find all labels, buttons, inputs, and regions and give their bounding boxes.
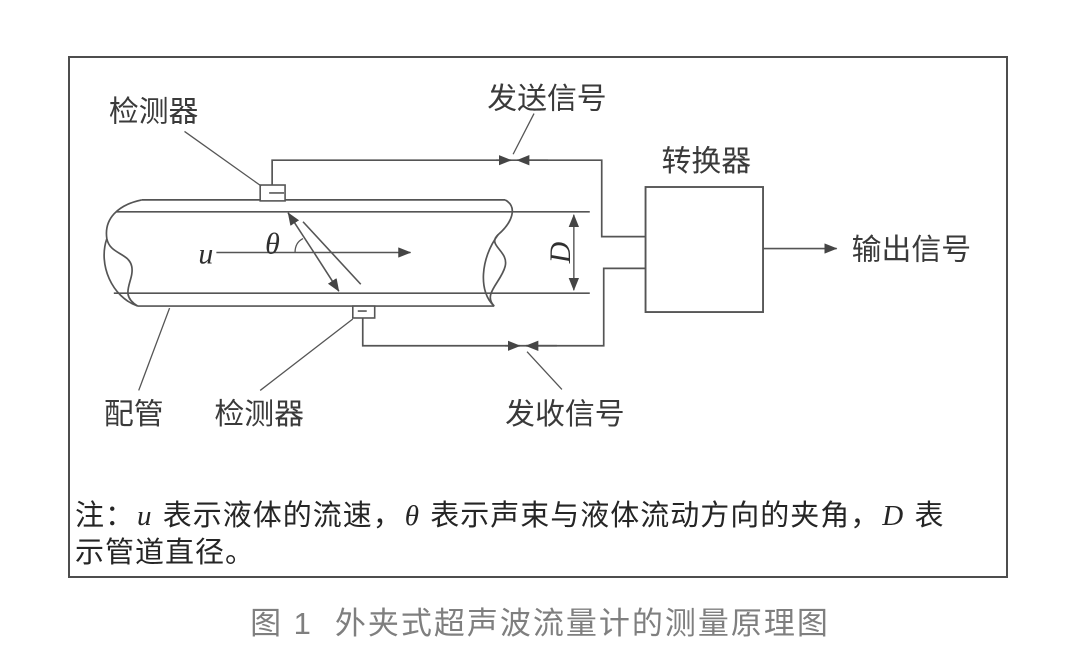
beam-arrow-up <box>287 212 315 253</box>
leader-detector-top <box>184 130 262 187</box>
label-detector-bottom: 检测器 <box>214 398 304 431</box>
note-seg2: 表示声束与液体流动方向的夹角， <box>422 500 881 532</box>
sound-beam <box>287 212 362 292</box>
leader-transmit-signal <box>512 113 535 155</box>
leader-pipe <box>138 307 171 391</box>
note-var-u: u <box>137 500 153 532</box>
symbol-diameter: D <box>544 241 577 264</box>
leader-detector-bottom <box>259 318 354 391</box>
leader-receive-signal <box>526 351 563 390</box>
note-seg3-line1: 表 <box>906 500 945 532</box>
detector-bottom-block <box>351 305 376 319</box>
note-prefix: 注： <box>75 500 136 532</box>
pipe-break-left-bulge <box>103 238 138 307</box>
converter-box <box>644 186 764 313</box>
note-seg3-line2: 示管道直径。 <box>75 537 256 569</box>
symbol-flow-velocity: u <box>198 237 213 270</box>
transmit-wire <box>271 159 646 238</box>
pipe-break-right <box>489 199 514 307</box>
flowmeter-schematic: 检测器 发送信号 转换器 输出信号 配管 检测器 发收信号 u θ D <box>103 83 971 431</box>
figure-frame: 检测器 发送信号 转换器 输出信号 配管 检测器 发收信号 u θ D 注：u … <box>68 56 1008 578</box>
note-var-d: D <box>882 500 905 532</box>
label-output-signal: 输出信号 <box>852 233 971 266</box>
label-transmit-signal: 发送信号 <box>487 83 606 116</box>
note-var-theta: θ <box>404 500 421 532</box>
label-pipe: 配管 <box>104 398 164 431</box>
note-seg1: 表示液体的流速， <box>154 500 403 532</box>
beam-parallel-line <box>302 221 362 285</box>
receive-wire <box>361 267 646 347</box>
figure-caption: 图 1 外夹式超声波流量计的测量原理图 <box>0 598 1080 643</box>
pipe-break-left <box>105 199 142 307</box>
beam-arrow-down <box>313 252 340 292</box>
caption-title: 外夹式超声波流量计的测量原理图 <box>334 606 830 641</box>
label-receive-signal: 发收信号 <box>505 398 624 431</box>
symbol-angle-theta: θ <box>265 228 280 261</box>
label-converter: 转换器 <box>661 145 751 178</box>
label-detector-top: 检测器 <box>109 96 199 129</box>
detectors <box>259 184 376 319</box>
angle-arc <box>294 238 304 253</box>
pipe-break-right-bulge <box>482 234 499 307</box>
pipe-outline <box>103 199 590 307</box>
leader-lines <box>138 113 563 391</box>
figure-note: 注：u 表示液体的流速，θ 表示声束与液体流动方向的夹角，D 表示管道直径。 <box>75 498 1002 572</box>
signal-wires <box>271 155 646 351</box>
caption-number: 图 1 <box>250 606 313 641</box>
